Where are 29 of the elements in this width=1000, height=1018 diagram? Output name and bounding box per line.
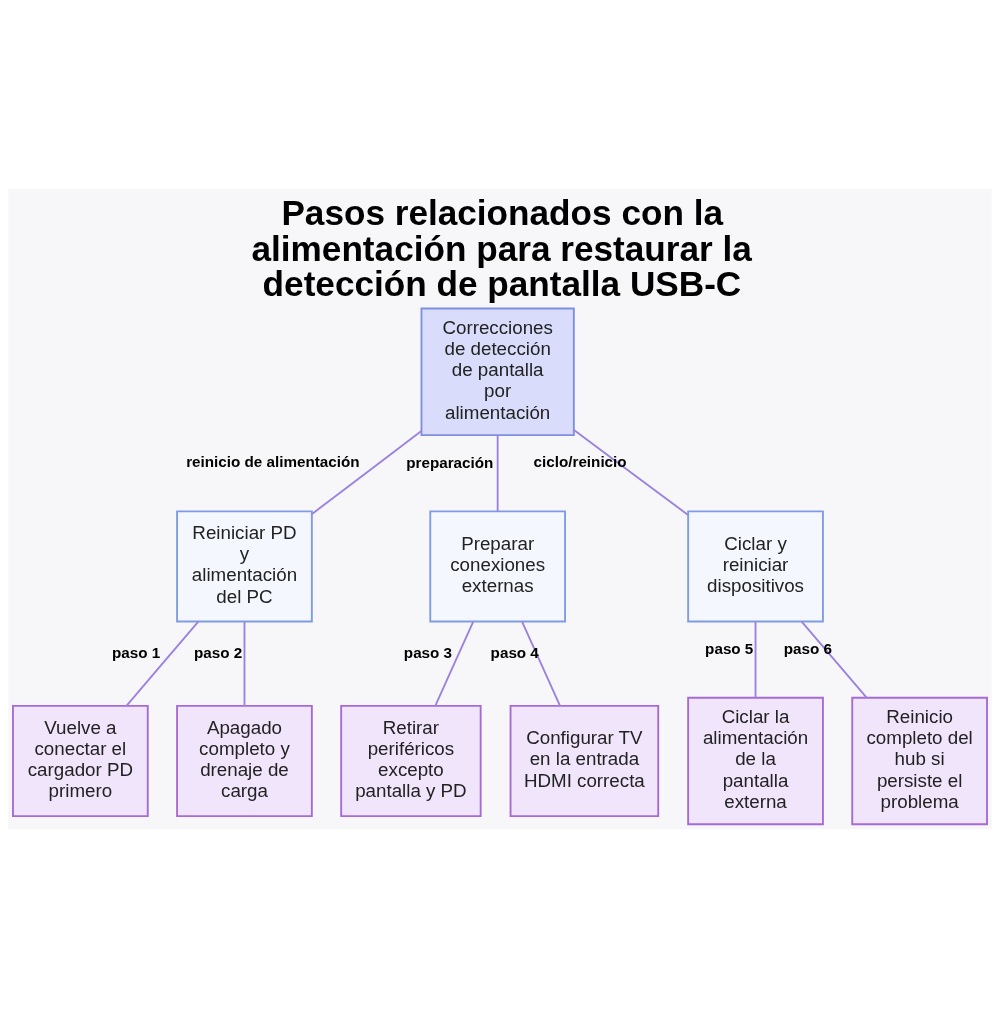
connector	[496, 434, 499, 513]
node-box: Retirar periféricos excepto pantalla y PD	[340, 704, 482, 818]
connector	[573, 429, 689, 516]
edge-label: paso 4	[490, 644, 539, 662]
node-box: Configurar TV en la entrada HDMI correcta	[509, 704, 660, 818]
edge-label: ciclo/reinicio	[533, 452, 627, 470]
connector	[125, 620, 200, 707]
connector	[754, 620, 757, 699]
edge-label: paso 1	[111, 644, 161, 662]
edge-label: preparación	[406, 453, 494, 471]
node-box: Ciclar la alimentación de la pantalla externa	[687, 696, 824, 826]
node-box: Ciclar y reiniciar dispositivos	[687, 510, 824, 623]
connector	[243, 620, 246, 707]
node-box: Apagado completo y drenaje de carga	[176, 704, 313, 818]
connector	[521, 620, 561, 707]
edge-label: paso 5	[705, 640, 754, 658]
node-box: Correcciones de detección de pantalla por alimentación	[420, 307, 575, 437]
node-box: Reinicio completo del hub si persiste el problema	[851, 696, 988, 826]
diagram-title: Pasos relacionados con la alimentación para restaurar la detección de pantalla USB-C	[251, 193, 752, 303]
node-box: Reiniciar PD y alimentación del PC	[176, 510, 313, 623]
connector	[311, 430, 423, 515]
node-box: Vuelve a conectar el cargador PD primero	[12, 704, 149, 818]
edge-label: paso 3	[403, 644, 453, 662]
edge-label: paso 6	[783, 640, 832, 658]
edge-label: paso 2	[194, 644, 243, 662]
connector	[434, 620, 475, 707]
edge-label: reinicio de alimentación	[186, 453, 360, 471]
node-box: Preparar conexiones externas	[429, 510, 566, 623]
connector	[800, 620, 868, 699]
